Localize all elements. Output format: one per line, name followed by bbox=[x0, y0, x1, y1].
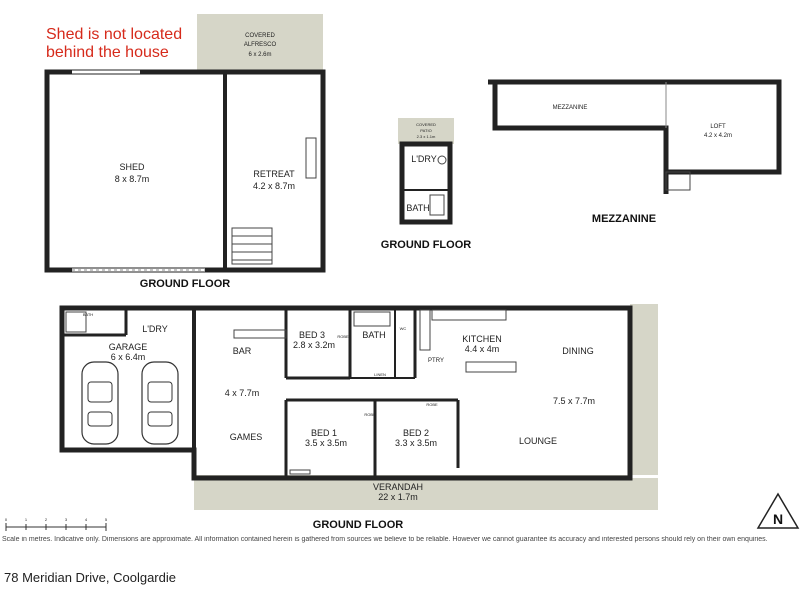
retreat-size: 4.2 x 8.7m bbox=[253, 181, 295, 191]
scale-bar: 0 1 2 3 4 5 bbox=[5, 517, 108, 531]
retreat-stairs bbox=[231, 227, 273, 265]
note-line-2: behind the house bbox=[46, 44, 169, 61]
lounge-label: LOUNGE bbox=[519, 436, 557, 446]
linen-label: LINEN bbox=[374, 372, 386, 377]
bed1-label: BED 1 bbox=[311, 428, 337, 438]
dining-label: DINING bbox=[562, 346, 594, 356]
shed-location-note: Shed is not located behind the house bbox=[46, 26, 196, 62]
bed2-robe-label: ROBE bbox=[426, 402, 438, 407]
bed3-robe-label: ROBE bbox=[337, 334, 349, 339]
house-laundry-label: L'DRY bbox=[142, 324, 168, 334]
laundry-outer-wall bbox=[399, 141, 453, 225]
pantry-label: PTRY bbox=[428, 358, 444, 364]
scale-tick-0: 0 bbox=[5, 517, 8, 522]
laundry-building: COVERED PATIO 2.3 x 1.1m L'DRY BATH GROU… bbox=[381, 118, 471, 251]
note-line-1: Shed is not located bbox=[46, 26, 183, 43]
garage-size: 6 x 6.4m bbox=[111, 352, 146, 362]
scale-tick-4: 4 bbox=[85, 517, 88, 522]
mezzanine-outer-wall bbox=[488, 79, 782, 194]
laundry-shower bbox=[429, 194, 445, 216]
bed3-label: BED 3 bbox=[299, 330, 325, 340]
kitchen-bench-side bbox=[419, 309, 431, 351]
shed-building: COVERED ALFRESCO 6 x 2.6m SHED 8 x 8.7m … bbox=[44, 14, 326, 290]
compass-icon: N bbox=[756, 492, 800, 529]
loft-stairs bbox=[665, 171, 691, 191]
laundry-bath-label: BATH bbox=[406, 203, 429, 213]
garage-bath-shower bbox=[65, 311, 87, 333]
retreat-label: RETREAT bbox=[253, 169, 295, 179]
verandah-label: VERANDAH bbox=[373, 482, 423, 492]
alfresco-label-2: ALFRESCO bbox=[244, 42, 277, 48]
patio-label: COVERED bbox=[416, 122, 436, 127]
laundry-label: L'DRY bbox=[411, 154, 437, 164]
shed-label: SHED bbox=[119, 162, 145, 172]
house-bath-label: BATH bbox=[362, 330, 385, 340]
patio-area bbox=[398, 118, 454, 144]
compass-north-label: N bbox=[773, 511, 783, 527]
kitchen-bench-top bbox=[431, 309, 507, 321]
loft-size: 4.2 x 4.2m bbox=[704, 133, 732, 139]
laundry-floor-label: GROUND FLOOR bbox=[381, 239, 471, 251]
house-floor-label: GROUND FLOOR bbox=[313, 519, 403, 531]
games-size: 4 x 7.7m bbox=[225, 388, 260, 398]
mezzanine-label: MEZZANINE bbox=[553, 105, 588, 111]
laundry-tub bbox=[437, 155, 447, 165]
verandah-size: 22 x 1.7m bbox=[378, 492, 418, 502]
kitchen-island bbox=[465, 361, 517, 373]
kitchen-label: KITCHEN bbox=[462, 334, 502, 344]
retreat-kitchenette bbox=[305, 137, 317, 179]
kitchen-size: 4.4 x 4m bbox=[465, 344, 500, 354]
loft-label: LOFT bbox=[710, 124, 726, 130]
shed-size: 8 x 8.7m bbox=[115, 174, 150, 184]
games-label: GAMES bbox=[230, 432, 263, 442]
bed1-size: 3.5 x 3.5m bbox=[305, 438, 347, 448]
car-left-icon bbox=[81, 361, 119, 445]
disclaimer: Scale in metres. Indicative only. Dimens… bbox=[2, 536, 768, 543]
mezzanine-floor-label: MEZZANINE bbox=[592, 213, 656, 225]
scale-tick-5: 5 bbox=[105, 517, 108, 522]
garage-label: GARAGE bbox=[109, 342, 148, 352]
bed3-size: 2.8 x 3.2m bbox=[293, 340, 335, 350]
main-house: BATH L'DRY GARAGE 6 x 6.4m BAR 4 x 7.7m … bbox=[59, 304, 658, 531]
patio-size: 2.3 x 1.1m bbox=[417, 134, 436, 139]
alfresco-label: COVERED bbox=[245, 33, 275, 39]
alfresco-size: 6 x 2.6m bbox=[248, 52, 271, 58]
bed2-label: BED 2 bbox=[403, 428, 429, 438]
scale-tick-1: 1 bbox=[25, 517, 28, 522]
bed2-size: 3.3 x 3.5m bbox=[395, 438, 437, 448]
patio-label-2: PATIO bbox=[420, 128, 431, 133]
alfresco-area bbox=[197, 14, 323, 70]
bar-label: BAR bbox=[233, 346, 252, 356]
property-address: 78 Meridian Drive, Coolgardie bbox=[4, 570, 176, 585]
scale-tick-3: 3 bbox=[65, 517, 68, 522]
wc-label: WC bbox=[400, 326, 407, 331]
bar-counter bbox=[233, 329, 287, 339]
living-size: 7.5 x 7.7m bbox=[553, 396, 595, 406]
bed1-robe-label: ROBE bbox=[364, 412, 376, 417]
bath-tub bbox=[353, 311, 391, 327]
shed-floor-label: GROUND FLOOR bbox=[140, 278, 230, 290]
car-right-icon bbox=[141, 361, 179, 445]
mezzanine-building: MEZZANINE LOFT 4.2 x 4.2m MEZZANINE bbox=[488, 79, 782, 225]
scale-tick-2: 2 bbox=[45, 517, 48, 522]
garage-bath-label: BATH bbox=[83, 312, 93, 317]
